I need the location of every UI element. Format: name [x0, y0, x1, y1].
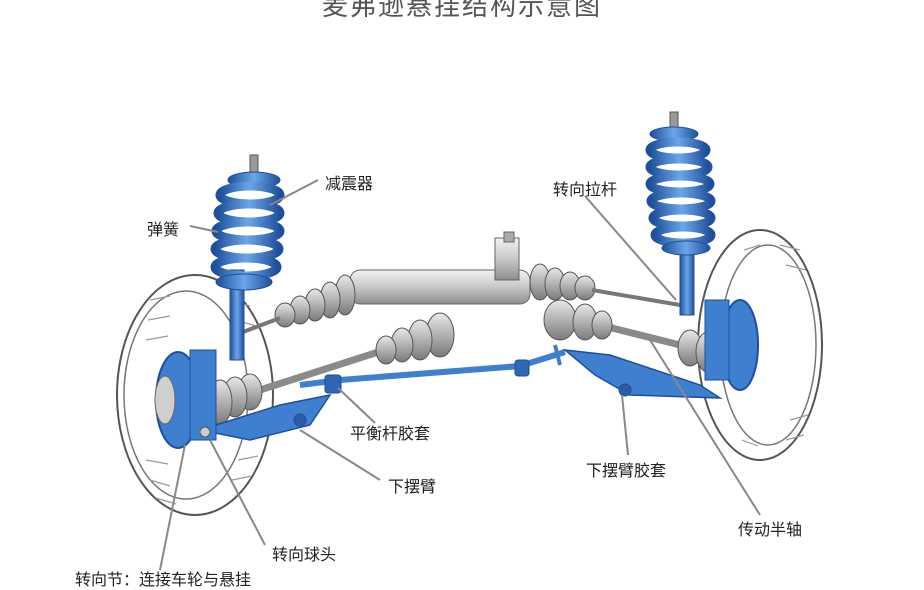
- stabilizer-bar: [299, 344, 566, 394]
- diagram-stage: 麦弗逊悬挂结构示意图: [75, 0, 823, 589]
- right-hub: [704, 299, 759, 391]
- label-lower-arm: 下摆臂: [388, 477, 437, 496]
- leader-lines: [159, 179, 761, 571]
- left-lower-arm: [199, 393, 332, 441]
- label-half-shaft: 传动半轴: [738, 520, 803, 539]
- leader-spring: [189, 225, 219, 233]
- leader-tie-rod: [584, 195, 677, 301]
- diagram-title: 麦弗逊悬挂结构示意图: [321, 0, 602, 22]
- leader-knuckle: [159, 444, 186, 571]
- label-shock-absorber: 减震器: [325, 174, 374, 193]
- steering-rack: [234, 231, 681, 337]
- left-half-shaft: [207, 312, 455, 425]
- leader-lower-arm: [299, 429, 381, 481]
- suspension-illustration: [116, 111, 823, 571]
- right-lower-arm: [562, 348, 723, 399]
- label-lower-arm-bushing: 下摆臂胶套: [586, 461, 667, 480]
- leader-stabilizer-bushing: [337, 387, 376, 424]
- label-spring: 弹簧: [147, 220, 180, 239]
- label-ball-joint: 转向球头: [272, 545, 337, 564]
- leader-lower-arm-bushing: [621, 394, 629, 456]
- leader-ball-joint: [209, 439, 266, 546]
- label-tie-rod: 转向拉杆: [553, 180, 618, 199]
- right-strut: [645, 111, 716, 316]
- label-knuckle: 转向节：连接车轮与悬挂: [75, 570, 252, 589]
- leader-half-shaft: [649, 339, 761, 516]
- leader-shock: [269, 179, 319, 206]
- label-stabilizer-bushing: 平衡杆胶套: [350, 424, 431, 443]
- left-hub: [154, 349, 217, 449]
- left-strut: [210, 154, 285, 361]
- right-tire: [697, 229, 823, 461]
